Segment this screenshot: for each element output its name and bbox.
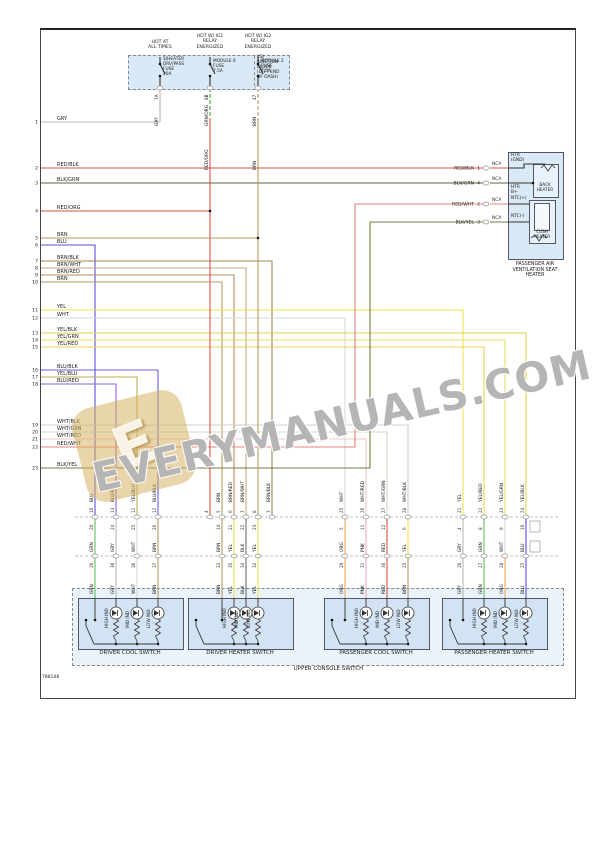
left-wire-number: 4	[35, 209, 38, 215]
left-wire-number: 1	[35, 120, 38, 126]
heater-fn-b-plus: HTR B+	[511, 185, 520, 195]
feed-condition-2: HOT W/ IG1 RELAY ENERGIZED	[196, 34, 224, 50]
left-wire-number: 8	[35, 266, 38, 272]
left-wire-number: 9	[35, 273, 38, 279]
junction-block-name: KSJ JUNCTION BLOCK (LEFT END OF DASH)	[254, 55, 290, 86]
cush-heater-element	[534, 203, 550, 231]
passenger-cool-switch-caption: PASSENGER COOL SWITCH	[339, 650, 413, 656]
left-wire-number: 18	[32, 382, 38, 388]
passenger-cool-switch-box	[324, 598, 430, 650]
left-wire-number: 6	[35, 243, 38, 249]
left-wire-number: 10	[32, 280, 38, 286]
left-wire-number: 17	[32, 375, 38, 381]
left-wire-number: 23	[32, 466, 38, 472]
heater-fn-gnd: HTR (GND)	[511, 153, 525, 163]
upper-console-label: UPPER CONSOLE SWITCH	[293, 666, 364, 672]
back-heater-box	[533, 164, 559, 198]
left-wire-number: 12	[32, 316, 38, 322]
feed-condition-1: HOT AT ALL TIMES	[148, 40, 172, 51]
fuse-label-1: S/HEATER DRV/PASS FUSE 20A	[163, 57, 185, 77]
heater-fn-ntc-pos: NTC(+)	[511, 196, 527, 201]
left-wire-number: 5	[35, 236, 38, 242]
left-wire-number: 3	[35, 181, 38, 187]
driver-heater-switch-box	[188, 598, 294, 650]
cush-heater-label: CUSH HEATER	[533, 229, 551, 239]
diagram-id: 788108	[42, 675, 60, 680]
driver-cool-switch-caption: DRIVER COOL SWITCH	[99, 650, 161, 656]
driver-heater-switch-caption: DRIVER HEATER SWITCH	[206, 650, 274, 656]
left-wire-number: 11	[32, 308, 38, 314]
passenger-heater-switch-box	[442, 598, 548, 650]
passenger-heater-switch-caption: PASSENGER HEATER SWITCH	[454, 650, 534, 656]
left-wire-number: 7	[35, 259, 38, 265]
left-wire-number: 21	[32, 437, 38, 443]
left-wire-number: 13	[32, 331, 38, 337]
heater-fn-ntc-neg: NTC(-)	[511, 214, 525, 219]
seat-heater-title: PASSENGER AIR VENTILATION SEAT HEATER	[512, 262, 558, 279]
driver-cool-switch-box	[78, 598, 184, 650]
left-wire-number: 19	[32, 423, 38, 429]
back-heater-label: BACK HEATER	[536, 182, 554, 192]
left-wire-number: 15	[32, 345, 38, 351]
left-wire-number: 20	[32, 430, 38, 436]
fuse-label-3: MODULE 2 FUSE 7.5A	[261, 59, 284, 74]
left-wire-number: 14	[32, 338, 38, 344]
fuse-label-2: MODULE 6 FUSE 7.5A	[213, 59, 236, 74]
left-wire-number: 16	[32, 368, 38, 374]
feed-condition-3: HOT W/ IG2 RELAY ENERGIZED	[244, 34, 272, 50]
left-wire-number: 2	[35, 166, 38, 172]
left-wire-number: 22	[32, 445, 38, 451]
